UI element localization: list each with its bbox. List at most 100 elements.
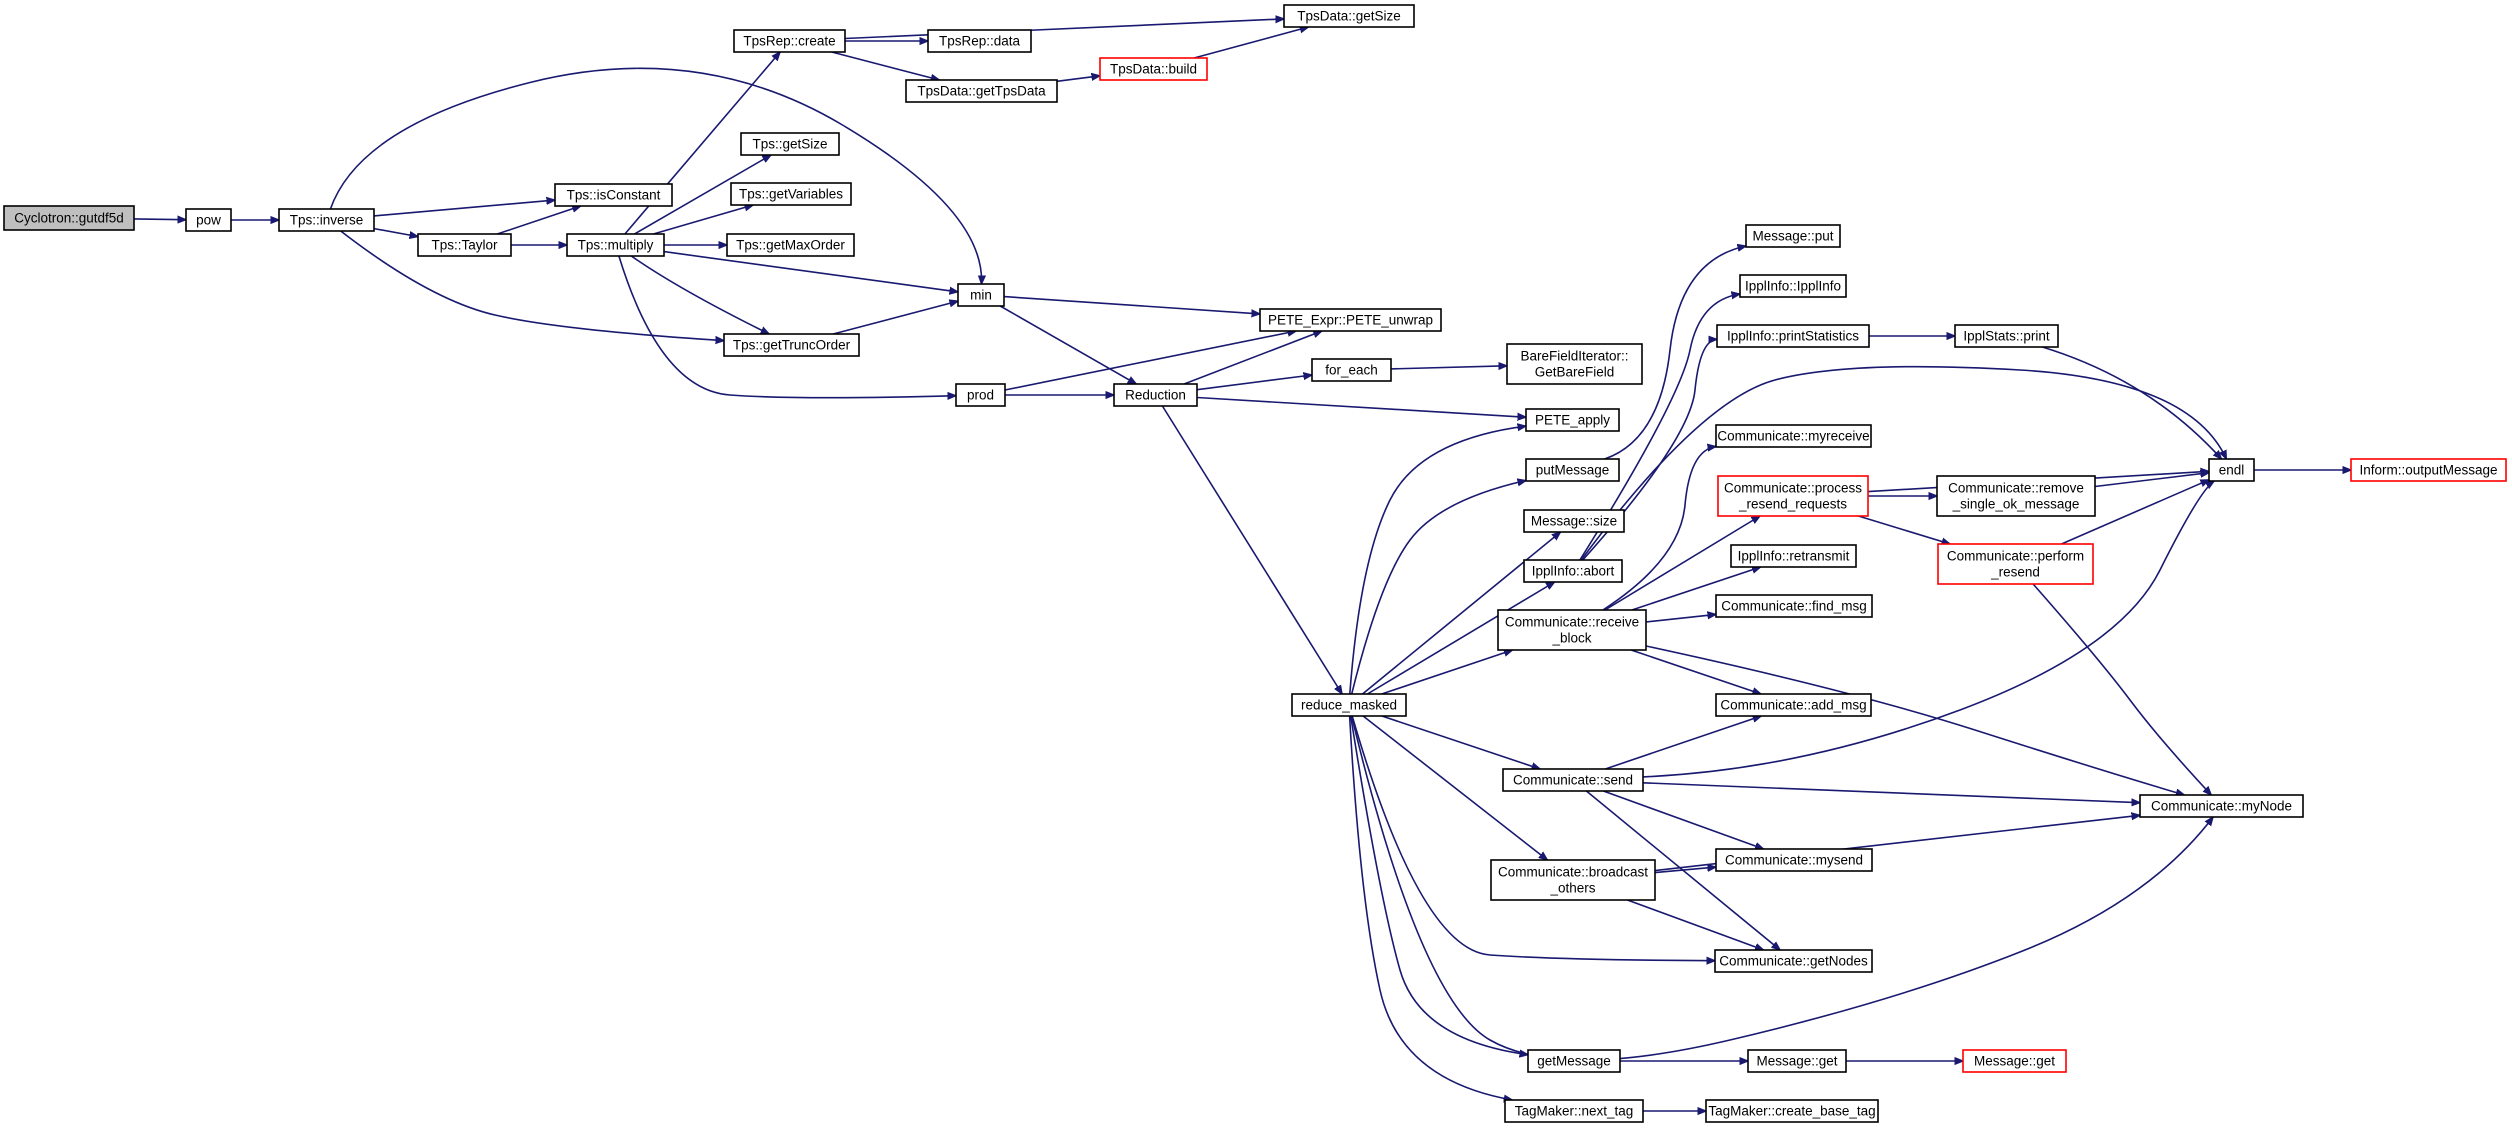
node-tpsdata-getsize[interactable]: TpsData::getSize — [1283, 4, 1415, 28]
edge-ipplinfo-abort-to-ipplinfo-ipplinfo — [1579, 294, 1740, 561]
node-comm-send[interactable]: Communicate::send — [1502, 768, 1644, 792]
node-label: PETE_Expr::PETE_unwrap — [1268, 313, 1433, 328]
node-ipplinfo-abort[interactable]: IpplInfo::abort — [1523, 559, 1623, 583]
node-box — [1502, 768, 1644, 792]
edge-tpsdata-build-to-tpsdata-getsize — [1193, 27, 1308, 59]
node-box — [417, 233, 512, 257]
node-box — [1715, 424, 1872, 448]
node-reduce-masked[interactable]: reduce_masked — [1291, 693, 1407, 717]
node-tps-getvariables[interactable]: Tps::getVariables — [730, 182, 852, 206]
node-label: Message::get — [1756, 1054, 1837, 1069]
node-tpsdata-gettpsdata[interactable]: TpsData::getTpsData — [905, 79, 1058, 103]
node-tps-inverse[interactable]: Tps::inverse — [278, 208, 375, 232]
node-tpsrep-data[interactable]: TpsRep::data — [927, 29, 1032, 53]
node-box — [2208, 458, 2255, 482]
node-prod[interactable]: prod — [955, 383, 1006, 407]
node-box — [927, 29, 1032, 53]
node-tps-getsize[interactable]: Tps::getSize — [740, 132, 840, 156]
node-comm-mynode[interactable]: Communicate::myNode — [2139, 794, 2304, 818]
node-comm-process-resend[interactable]: Communicate::process_resend_requests — [1717, 475, 1869, 517]
node-ipplinfo-retransmit[interactable]: IpplInfo::retransmit — [1730, 544, 1857, 568]
node-label: TagMaker::next_tag — [1515, 1104, 1634, 1119]
edge-reduction-to-reduce-masked — [1161, 405, 1342, 694]
edge-reduce-masked-to-putmessage — [1350, 481, 1526, 695]
node-pow[interactable]: pow — [185, 208, 232, 232]
node-getmessage[interactable]: getMessage — [1527, 1049, 1621, 1073]
node-comm-receive-block[interactable]: Communicate::receive_block — [1497, 609, 1647, 651]
node-message-size[interactable]: Message::size — [1523, 509, 1625, 533]
node-putmessage[interactable]: putMessage — [1525, 458, 1620, 482]
node-tpsdata-build[interactable]: TpsData::build — [1099, 57, 1208, 81]
node-label: Communicate::remove — [1948, 481, 2084, 496]
node-box — [1291, 693, 1407, 717]
node-label: pow — [196, 213, 221, 228]
node-label: PETE_apply — [1535, 413, 1610, 428]
node-tps-getmaxorder[interactable]: Tps::getMaxOrder — [726, 233, 855, 257]
edge-comm-send-to-comm-add-msg — [1605, 716, 1761, 770]
node-tps-multiply[interactable]: Tps::multiply — [566, 233, 665, 257]
node-comm-getnodes[interactable]: Communicate::getNodes — [1714, 949, 1873, 973]
nodes-layer: Cyclotron::gutdf5d pow Tps::inverse Tps::is… — [3, 4, 2507, 1123]
node-label: Tps::getVariables — [739, 187, 843, 202]
node-for-each[interactable]: for_each — [1311, 358, 1392, 382]
node-label: _resend_requests — [1738, 497, 1847, 512]
edge-comm-process-resend-to-comm-perform-resend — [1858, 515, 1950, 544]
node-ipplstats-print[interactable]: IpplStats::print — [1954, 324, 2059, 348]
node-label: TpsData::getSize — [1297, 9, 1401, 24]
node-message-get-red[interactable]: Message::get — [1962, 1049, 2067, 1073]
node-label: Tps::inverse — [290, 213, 364, 228]
node-tps-isconstant[interactable]: Tps::isConstant — [554, 183, 673, 207]
node-reduction[interactable]: Reduction — [1113, 383, 1198, 407]
edge-tps-multiply-to-tps-gettruncorder — [630, 255, 769, 334]
node-comm-add-msg[interactable]: Communicate::add_msg — [1715, 693, 1872, 717]
node-box — [1717, 475, 1869, 517]
node-box — [1113, 383, 1198, 407]
node-ipplinfo-printstats[interactable]: IpplInfo::printStatistics — [1716, 324, 1870, 348]
node-tps-gettruncorder[interactable]: Tps::getTruncOrder — [723, 333, 860, 357]
node-comm-perform-resend[interactable]: Communicate::perform_resend — [1937, 543, 2094, 585]
node-box — [1311, 358, 1392, 382]
edge-tpsdata-gettpsdata-to-tpsdata-build — [1056, 76, 1100, 83]
node-message-get[interactable]: Message::get — [1747, 1049, 1847, 1073]
node-comm-find-msg[interactable]: Communicate::find_msg — [1715, 594, 1873, 618]
node-comm-remove-single[interactable]: Communicate::remove_single_ok_message — [1936, 475, 2096, 517]
node-endl[interactable]: endl — [2208, 458, 2255, 482]
node-label: Tps::getTruncOrder — [733, 338, 851, 353]
node-tps-taylor[interactable]: Tps::Taylor — [417, 233, 512, 257]
edge-putmessage-to-message-put — [1604, 246, 1746, 460]
edge-tpsrep-create-to-tpsdata-getsize — [844, 19, 1284, 40]
node-comm-myreceive[interactable]: Communicate::myreceive — [1715, 424, 1872, 448]
node-barefield[interactable]: BareFieldIterator::GetBareField — [1506, 343, 1643, 385]
node-tagmaker-next[interactable]: TagMaker::next_tag — [1504, 1099, 1644, 1123]
edge-tps-gettruncorder-to-min — [832, 301, 958, 335]
edge-comm-perform-resend-to-comm-mynode — [2032, 583, 2211, 795]
edge-comm-receive-block-to-comm-mynode — [1645, 645, 2184, 795]
edge-reduce-masked-to-ipplinfo-abort — [1366, 582, 1554, 695]
edge-reduction-to-pete-unwrap — [1183, 331, 1322, 385]
node-message-put[interactable]: Message::put — [1745, 224, 1841, 248]
node-tagmaker-create[interactable]: TagMaker::create_base_tag — [1705, 1099, 1879, 1123]
edge-ipplstats-print-to-endl — [2042, 346, 2221, 459]
node-pete-unwrap[interactable]: PETE_Expr::PETE_unwrap — [1259, 308, 1442, 332]
node-comm-broadcast[interactable]: Communicate::broadcast_others — [1490, 859, 1656, 901]
node-ipplinfo-ipplinfo[interactable]: IpplInfo::IpplInfo — [1739, 274, 1847, 298]
node-label: Cyclotron::gutdf5d — [14, 211, 124, 226]
node-inform-output[interactable]: Inform::outputMessage — [2350, 458, 2507, 482]
node-pete-apply[interactable]: PETE_apply — [1525, 408, 1620, 432]
node-label: IpplInfo::IpplInfo — [1745, 279, 1841, 294]
node-box — [1715, 594, 1873, 618]
node-box — [1504, 1099, 1644, 1123]
node-min[interactable]: min — [957, 283, 1005, 307]
node-label: Communicate::broadcast — [1498, 865, 1648, 880]
node-box — [3, 205, 135, 231]
node-label: TpsRep::create — [743, 34, 835, 49]
node-box — [957, 283, 1005, 307]
node-comm-mysend[interactable]: Communicate::mysend — [1715, 848, 1873, 872]
node-box — [1937, 543, 2094, 585]
edge-tps-multiply-to-min — [663, 250, 958, 292]
node-box — [905, 79, 1058, 103]
node-box — [723, 333, 860, 357]
node-tpsrep-create[interactable]: TpsRep::create — [733, 29, 846, 53]
node-root[interactable]: Cyclotron::gutdf5d — [3, 205, 135, 231]
